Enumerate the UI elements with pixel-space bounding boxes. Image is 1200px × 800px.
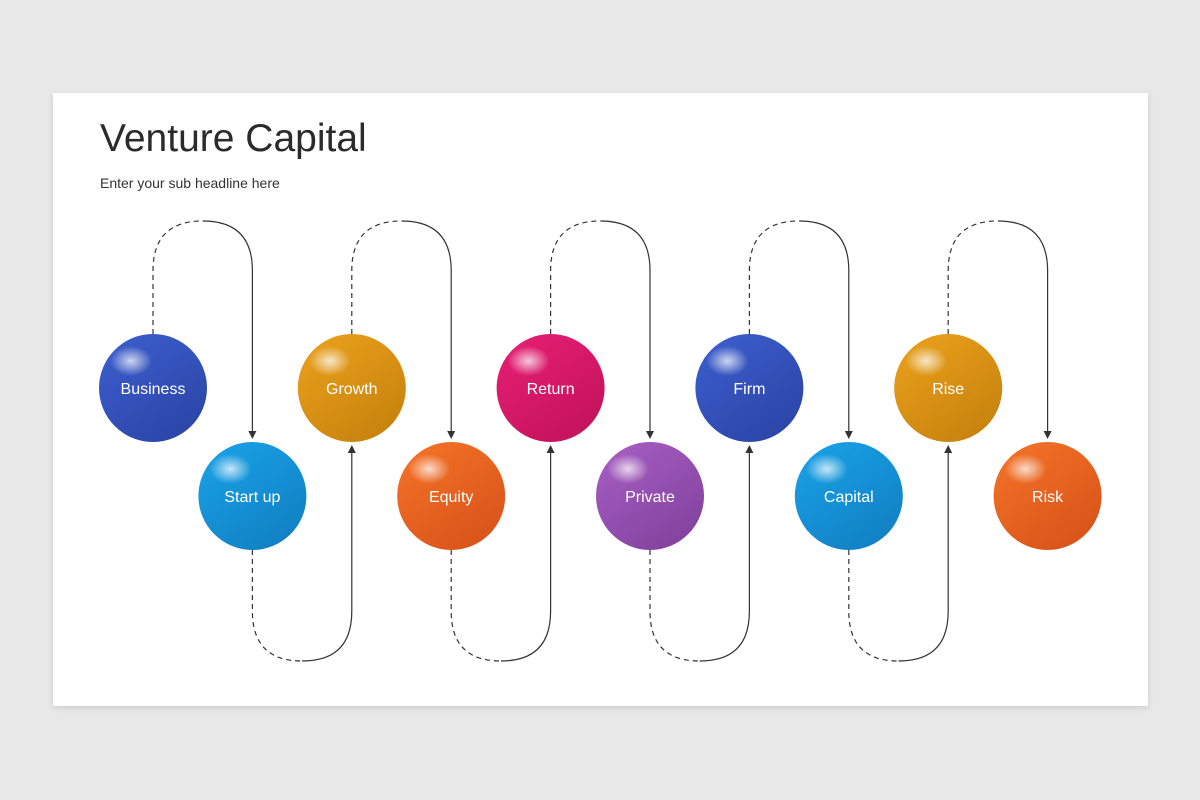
node-label: Firm [733,381,765,398]
connector-dashed [947,220,998,334]
connector-dashed [748,220,800,334]
connector-dashed [550,220,601,334]
slide: Venture Capital Enter your sub headline … [53,93,1148,706]
node-highlight [209,454,252,484]
connector-arrow [699,445,754,662]
connector-dashed [450,550,501,662]
node-label: Start up [224,489,280,506]
node-highlight [805,454,848,484]
node-highlight [1004,454,1047,484]
connector-arrow [898,445,953,662]
connector-group [152,220,1052,662]
node-rise: Rise [894,334,1003,442]
node-highlight [905,346,948,376]
connector-dashed [351,220,402,334]
node-private: Private [596,442,704,550]
node-return: Return [496,334,605,442]
node-highlight [706,346,749,376]
page-title: Venture Capital [100,117,367,160]
connector-dashed [649,550,700,662]
connector-arrow [799,220,853,439]
node-equity: Equity [397,442,506,550]
connector-arrow [997,220,1052,439]
connector-arrow [401,220,456,439]
node-label: Business [121,381,186,398]
node-label: Capital [824,489,874,506]
node-label: Private [625,489,675,506]
node-start-up: Start up [198,442,307,550]
node-capital: Capital [794,442,903,550]
page-subtitle: Enter your sub headline here [100,175,280,191]
node-highlight [507,346,550,376]
node-risk: Risk [993,442,1102,550]
connector-dashed [152,220,203,334]
node-highlight [607,454,649,484]
node-label: Equity [429,489,473,506]
node-growth: Growth [297,334,406,442]
node-label: Risk [1032,489,1064,506]
node-highlight [308,346,351,376]
node-business: Business [99,334,207,442]
connector-arrow [500,445,555,662]
node-firm: Firm [695,334,804,442]
node-label: Rise [932,381,964,398]
connector-arrow [302,445,356,662]
node-highlight [110,346,152,376]
connector-dashed [848,550,899,662]
connector-dashed [251,550,303,662]
node-label: Return [527,381,575,398]
node-label: Growth [326,381,378,398]
connector-arrow [202,220,257,439]
connector-arrow [600,220,654,439]
node-highlight [408,454,451,484]
